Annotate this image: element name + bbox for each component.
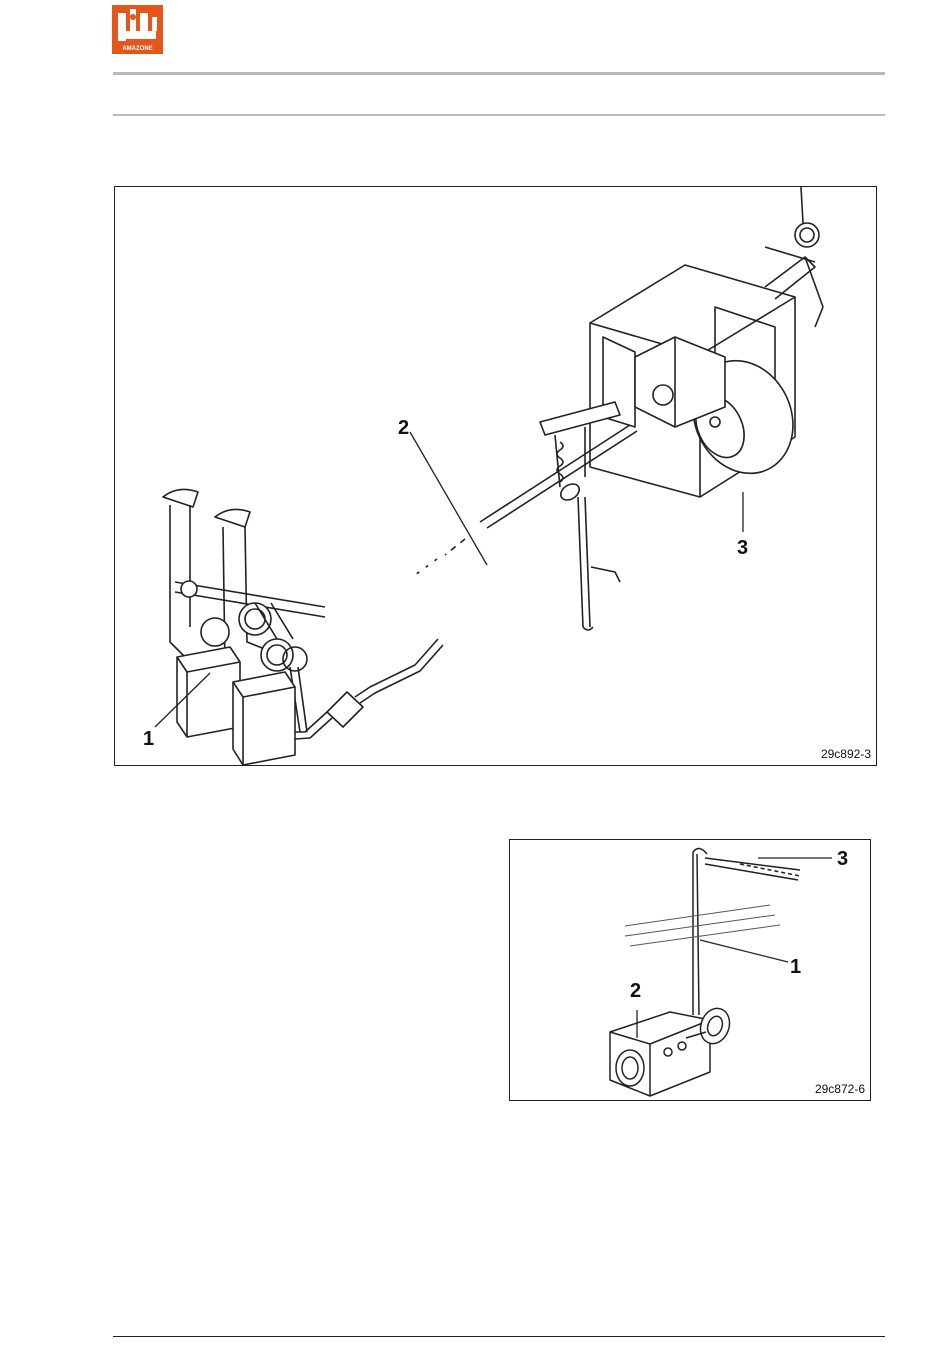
- figure2-callout-3: 3: [837, 848, 848, 871]
- figure1-callout-3: 3: [737, 537, 748, 560]
- figure-marker-setting: 3 1 2 29c872-6: [509, 839, 871, 1101]
- figure1-callout-2: 2: [398, 417, 409, 440]
- logo-wordmark: AMAZONE: [122, 46, 152, 52]
- figure2-code: 29c872-6: [815, 1082, 865, 1096]
- header-rule-top: [113, 72, 885, 75]
- amazone-logo: AMAZONE: [112, 5, 163, 54]
- header-rule-bottom: [113, 114, 885, 116]
- marker-setting-illustration: [510, 840, 872, 1102]
- figure-drive-linkage: 2 3 1 29c892-3: [114, 186, 877, 766]
- figure1-callout-1: 1: [143, 728, 154, 751]
- figure1-code: 29c892-3: [821, 747, 871, 761]
- figure2-callout-2: 2: [630, 980, 641, 1003]
- footer-rule: [113, 1336, 885, 1337]
- figure2-callout-1: 1: [790, 956, 801, 979]
- drive-linkage-illustration: [115, 187, 878, 767]
